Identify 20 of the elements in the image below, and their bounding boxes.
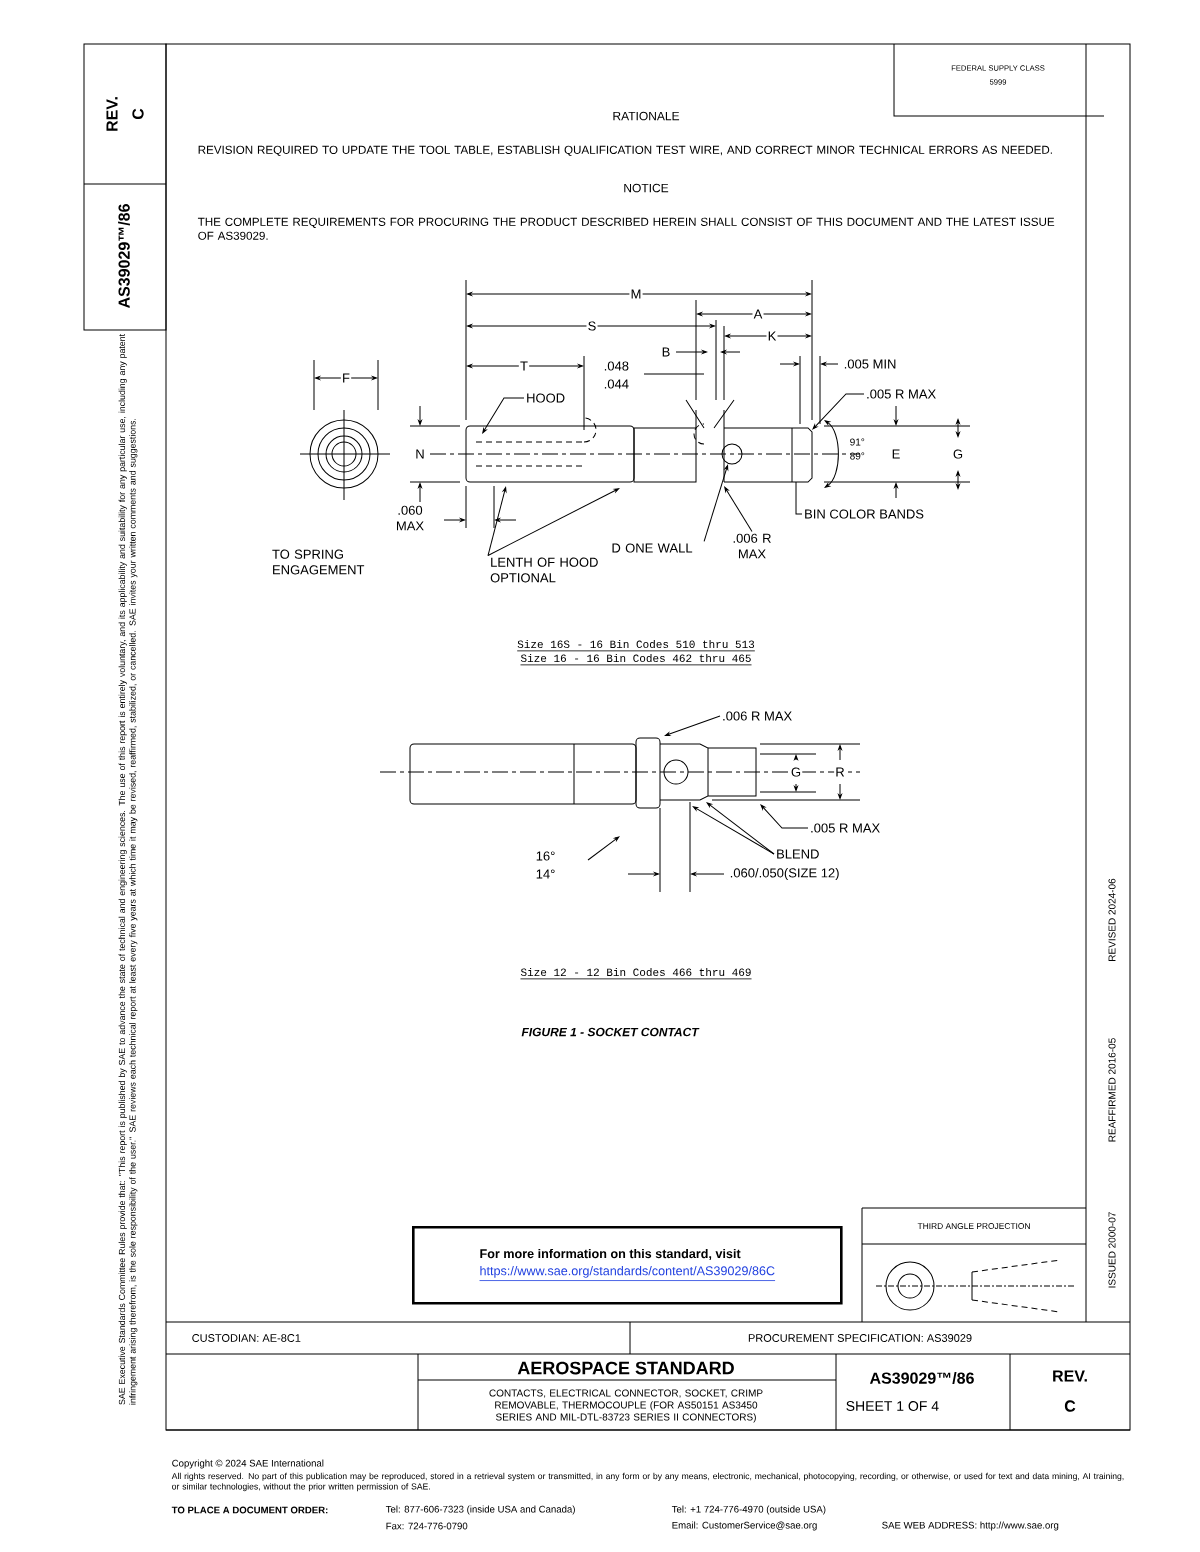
leader-line — [795, 481, 803, 515]
leader-line — [724, 486, 753, 533]
document-number: AS39029™/86 — [869, 1372, 974, 1384]
leader-line — [812, 393, 865, 430]
socket-contact-drawing — [409, 737, 757, 809]
leader-line — [703, 464, 729, 542]
leader-line — [760, 804, 809, 829]
leader-line — [692, 806, 775, 855]
leader-line — [706, 802, 775, 855]
heading: AEROSPACE STANDARD — [517, 1361, 734, 1375]
leader-line — [664, 715, 721, 736]
revision-letter: REV. — [106, 97, 118, 131]
revision-letter: REV. — [1053, 1370, 1087, 1382]
socket-contact-drawing — [465, 399, 813, 483]
leader-line — [487, 488, 620, 556]
revision-letter: C — [132, 108, 144, 120]
revision-letter: C — [1064, 1400, 1076, 1412]
leader-line — [487, 486, 507, 556]
document-number: AS39029™/86 — [118, 204, 130, 309]
leader-line — [482, 397, 525, 434]
